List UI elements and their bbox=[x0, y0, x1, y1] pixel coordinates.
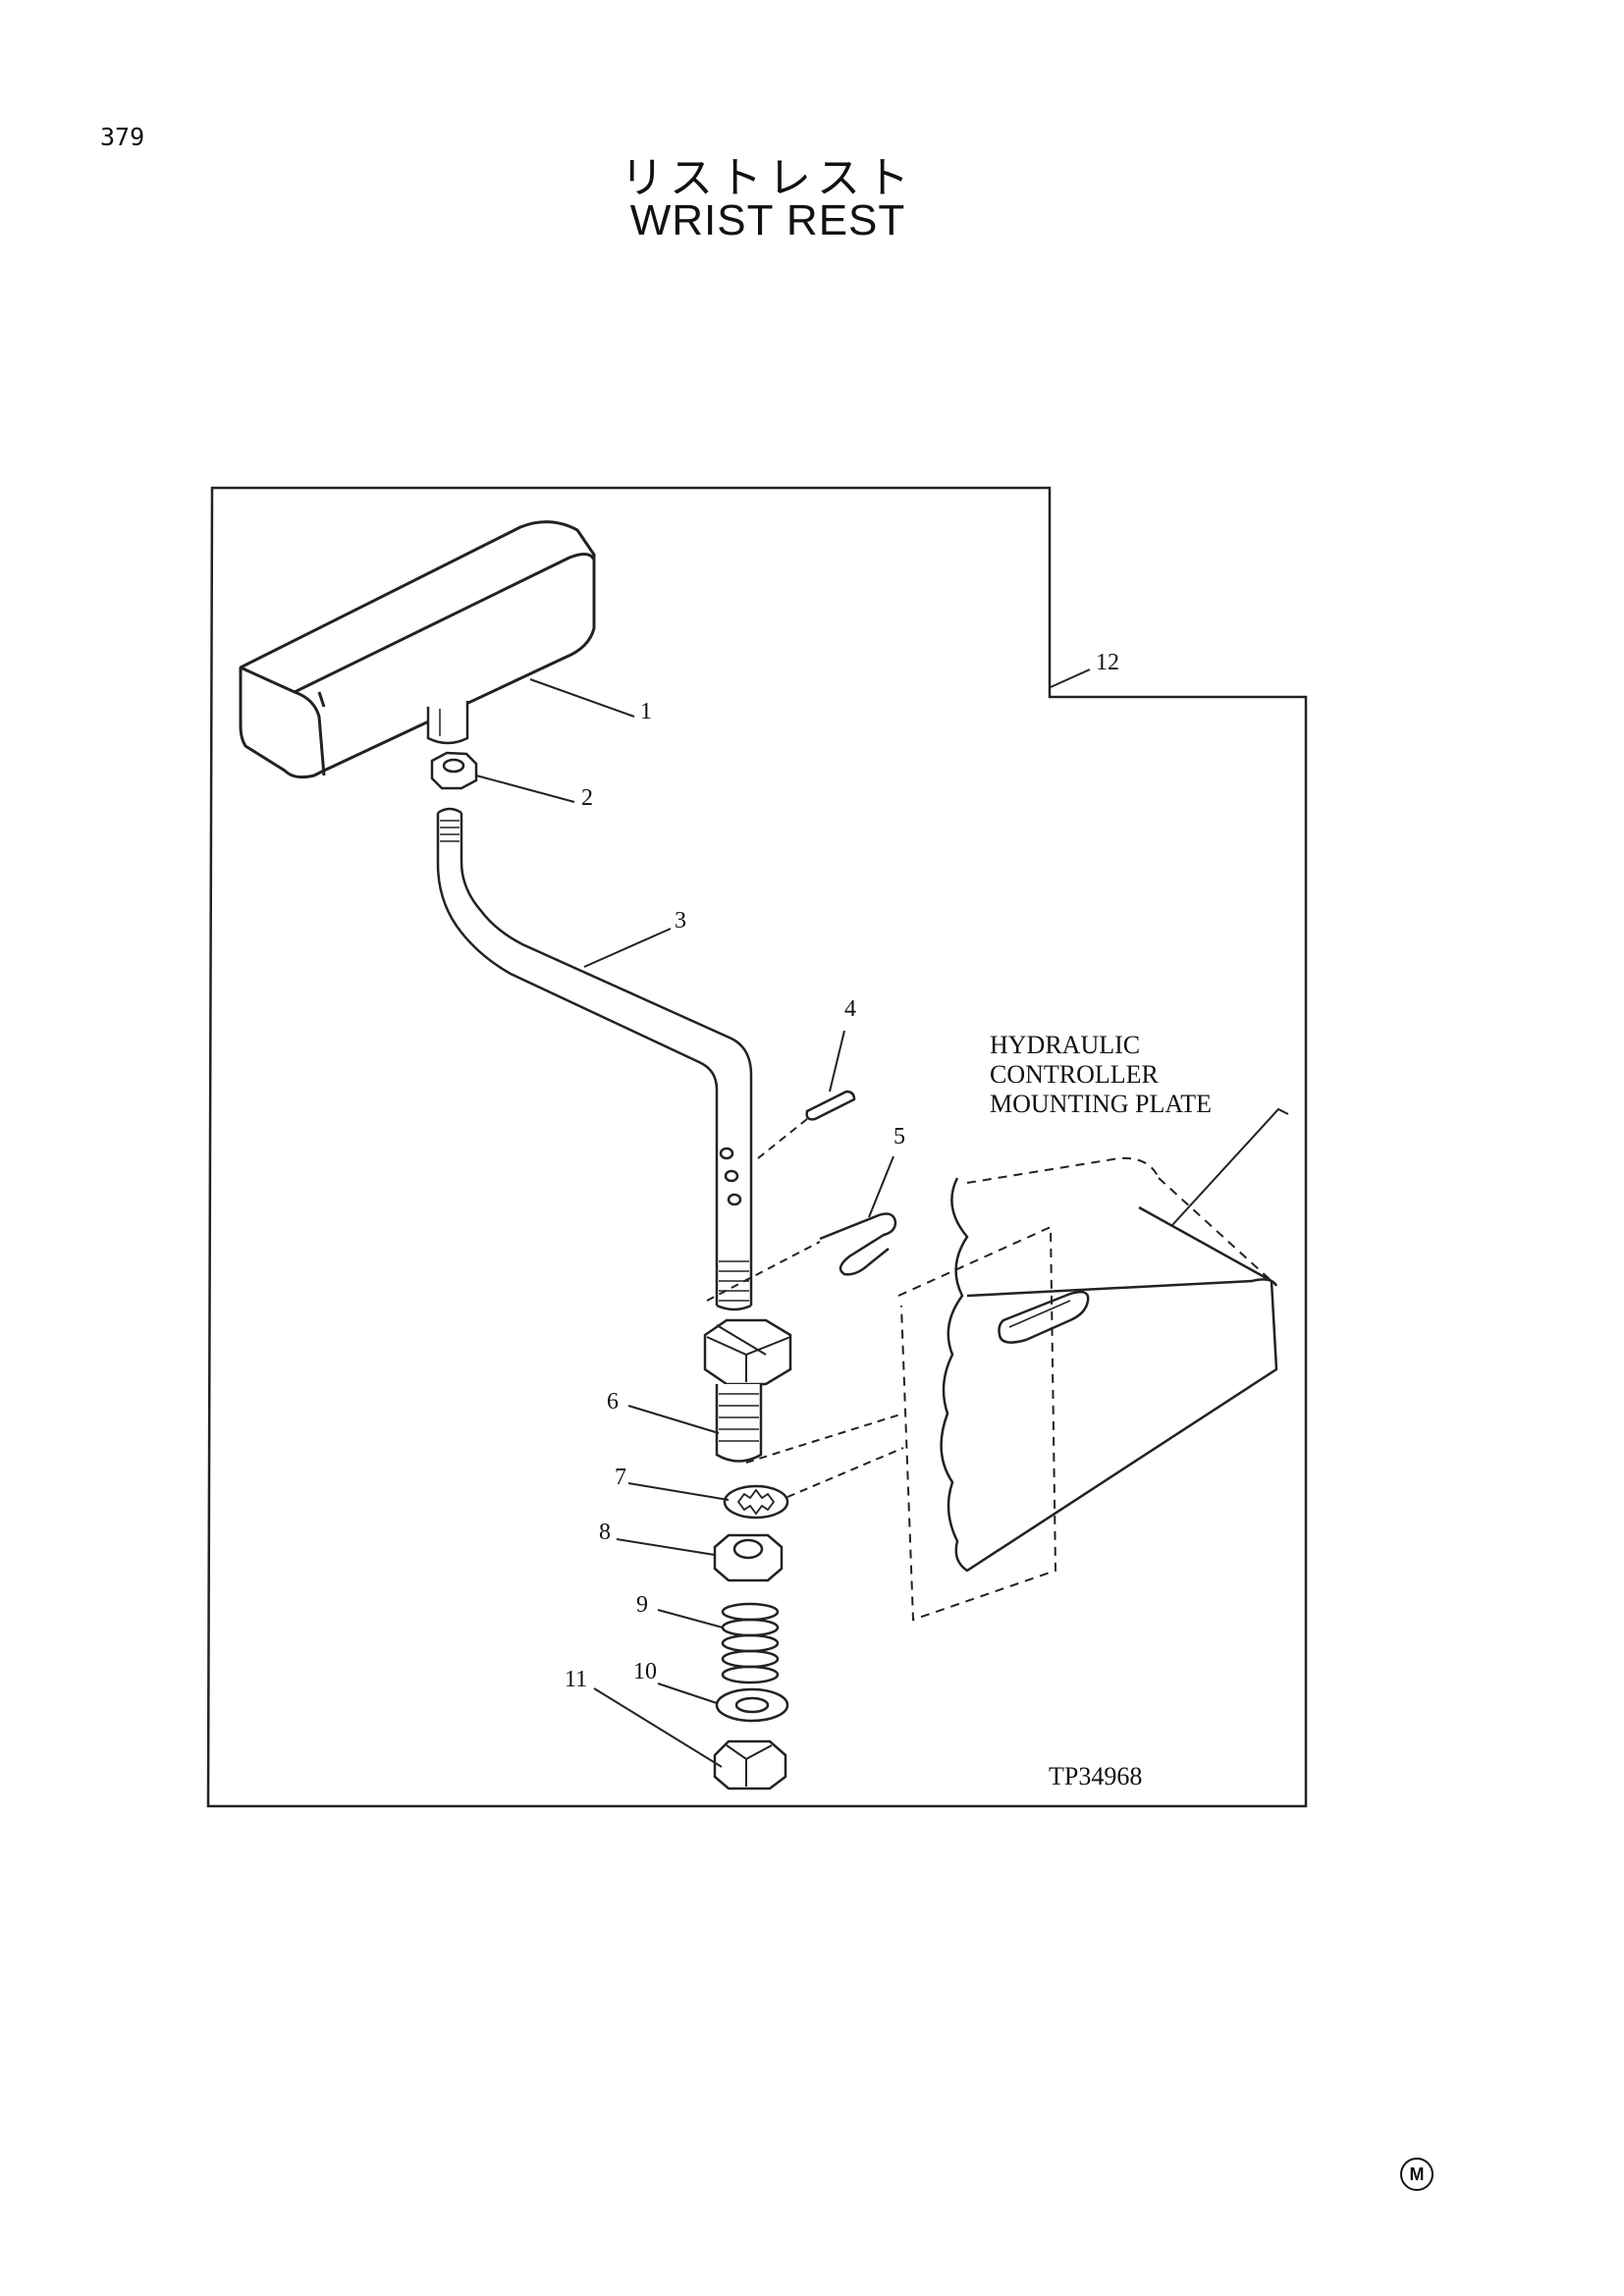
part-8-nut bbox=[713, 1533, 784, 1582]
part-2-nut bbox=[430, 751, 478, 790]
wrist-rest-pad bbox=[239, 520, 596, 779]
callout-5: 5 bbox=[893, 1124, 905, 1149]
callout-9: 9 bbox=[636, 1592, 648, 1618]
title-japanese: リストレスト bbox=[621, 153, 915, 203]
page-number: 379 bbox=[100, 123, 145, 151]
label-line-1: HYDRAULIC bbox=[990, 1031, 1141, 1059]
part-4-pin bbox=[805, 1090, 856, 1121]
diagram-frame bbox=[206, 486, 1308, 1808]
callout-3: 3 bbox=[675, 908, 686, 934]
mounting-plate bbox=[940, 1177, 1278, 1573]
hydraulic-controller-label: HYDRAULIC CONTROLLER MOUNTING PLATE bbox=[990, 1031, 1212, 1119]
pad-stem bbox=[426, 701, 469, 745]
plate-hidden-lines bbox=[897, 1156, 1272, 1622]
callout-6: 6 bbox=[607, 1389, 619, 1415]
part-7-lock-washer bbox=[723, 1484, 789, 1520]
label-line-3: MOUNTING PLATE bbox=[990, 1090, 1213, 1118]
callout-7: 7 bbox=[615, 1465, 626, 1490]
title-english: WRIST REST bbox=[629, 196, 906, 244]
washer-to-plate-dashed bbox=[786, 1447, 904, 1498]
bolt-to-plate-dashed bbox=[745, 1413, 904, 1464]
part-6-bolt bbox=[703, 1318, 792, 1463]
callout-4: 4 bbox=[844, 996, 856, 1022]
part-3-rod bbox=[436, 807, 753, 1311]
part-5-clip bbox=[819, 1212, 897, 1276]
callout-12: 12 bbox=[1096, 650, 1119, 675]
trademark-symbol: M bbox=[1400, 2158, 1434, 2191]
callout-1: 1 bbox=[640, 699, 652, 724]
callout-10: 10 bbox=[633, 1659, 657, 1684]
part-9-spring bbox=[721, 1602, 780, 1684]
figure-code: TP34968 bbox=[1049, 1762, 1143, 1790]
part-11-castle-nut bbox=[713, 1739, 787, 1790]
pin-leader-dashed bbox=[757, 1118, 808, 1159]
callout-11: 11 bbox=[565, 1667, 588, 1692]
clip-leader-dashed bbox=[706, 1241, 821, 1302]
label-line-2: CONTROLLER bbox=[990, 1060, 1159, 1089]
callout-2: 2 bbox=[581, 785, 593, 811]
callout-8: 8 bbox=[599, 1520, 611, 1545]
leader-lines bbox=[475, 668, 1289, 1768]
part-10-flat-washer bbox=[715, 1687, 789, 1723]
